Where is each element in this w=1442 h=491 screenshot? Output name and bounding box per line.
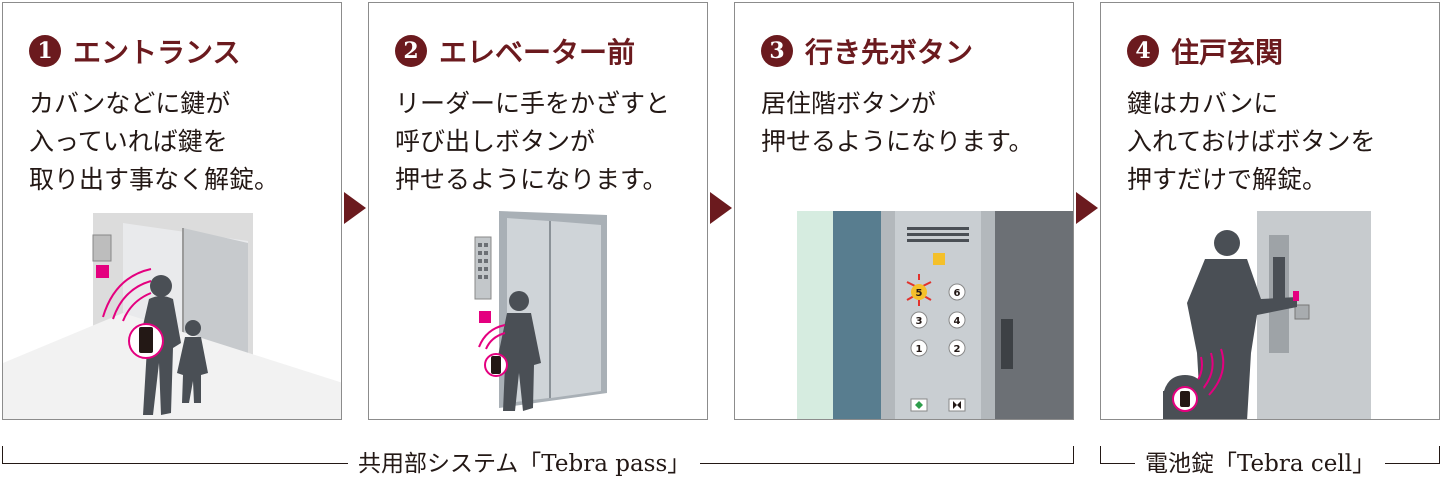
- entrance-illustration: [3, 213, 341, 419]
- description-line: 押せるようになります。: [395, 165, 668, 194]
- floor-button-label: 5: [916, 288, 923, 299]
- step-description-2: リーダーに手をかざすと 呼び出しボタンが 押せるようになります。: [395, 85, 670, 199]
- description-line: 鍵はカバンに: [1127, 89, 1279, 118]
- description-line: 取り出す事なく解錠。: [29, 165, 280, 194]
- man-silhouette-icon: [497, 291, 541, 411]
- starburst-icon: [906, 274, 932, 306]
- step-description-4: 鍵はカバンに 入れておけばボタンを 押すだけで解錠。: [1127, 85, 1376, 199]
- step-title-2: 2 エレベーター前: [395, 31, 635, 71]
- step-number-badge: 1: [29, 35, 61, 67]
- floor-button-label: 1: [916, 344, 923, 355]
- description-line: カバンなどに鍵が: [29, 89, 231, 118]
- step-title-text: エレベーター前: [439, 36, 636, 69]
- step-number-badge: 2: [395, 35, 427, 67]
- step-panel-entrance: 1 エントランス カバンなどに鍵が 入っていれば鍵を 取り出す事なく解錠。: [2, 2, 342, 420]
- step-panel-elevator-hall: 2 エレベーター前 リーダーに手をかざすと 呼び出しボタンが 押せるようになりま…: [368, 2, 708, 420]
- step-description-1: カバンなどに鍵が 入っていれば鍵を 取り出す事なく解錠。: [29, 85, 279, 199]
- arrow-right-icon: [1076, 192, 1098, 224]
- elevator-panel-illustration: 5 6 3 4 1 2: [797, 211, 1073, 419]
- step-title-3: 3 行き先ボタン: [761, 31, 973, 71]
- keypad-icon: [478, 243, 488, 279]
- front-door-illustration: [1163, 211, 1371, 419]
- system-label-cell: 電池錠「Tebra cell」: [1135, 446, 1386, 482]
- arrow-right-icon: [710, 192, 732, 224]
- step-panel-destination-button: 5 6 3 4 1 2 3 行き先ボタン 居住階ボタンが 押せるようになります。: [734, 2, 1074, 420]
- elevator-hall-illustration: [474, 211, 607, 411]
- businessman-silhouette-icon: [1187, 230, 1297, 419]
- child-silhouette-icon: [177, 320, 208, 403]
- description-line: 押せるようになります。: [761, 127, 1034, 156]
- phone-icon: [933, 253, 945, 265]
- floor-button-label: 3: [916, 316, 923, 327]
- step-number-badge: 3: [761, 35, 793, 67]
- arrow-right-icon: [344, 192, 366, 224]
- description-line: 呼び出しボタンが: [395, 127, 596, 156]
- step-title-1: 1 エントランス: [29, 31, 240, 71]
- description-line: 居住階ボタンが: [761, 89, 937, 118]
- signal-waves-icon: [478, 324, 506, 350]
- step-title-text: エントランス: [73, 36, 241, 69]
- description-line: リーダーに手をかざすと: [395, 89, 671, 118]
- description-line: 入っていれば鍵を: [29, 127, 228, 156]
- step-panel-front-door: 4 住戸玄関 鍵はカバンに 入れておけばボタンを 押すだけで解錠。: [1100, 2, 1440, 420]
- step-title-text: 住戸玄関: [1171, 36, 1284, 69]
- step-description-3: 居住階ボタンが 押せるようになります。: [761, 85, 1034, 161]
- bag-icon: [1163, 375, 1205, 395]
- floor-button-label: 4: [954, 316, 961, 327]
- system-label-pass: 共用部システム「Tebra pass」: [348, 446, 701, 482]
- step-title-text: 行き先ボタン: [805, 36, 974, 69]
- step-title-4: 4 住戸玄関: [1127, 31, 1283, 71]
- speaker-grille-icon: [907, 227, 969, 242]
- floor-button-label: 2: [954, 344, 961, 355]
- description-line: 入れておけばボタンを: [1127, 127, 1376, 156]
- signal-waves-icon: [102, 268, 152, 322]
- floor-button-label: 6: [954, 288, 961, 299]
- step-number-badge: 4: [1127, 35, 1159, 67]
- description-line: 押すだけで解錠。: [1127, 165, 1328, 194]
